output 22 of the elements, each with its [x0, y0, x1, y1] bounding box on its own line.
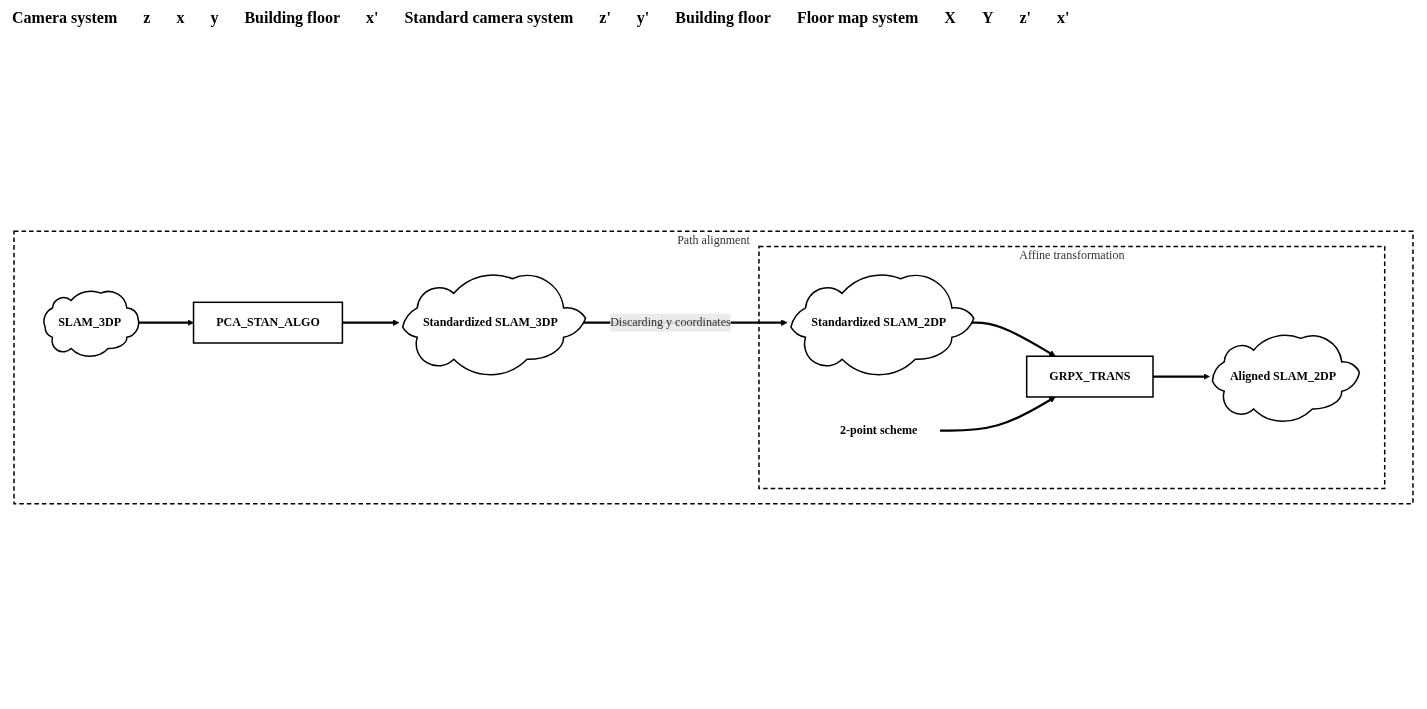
node-box: GRPX_TRANS — [1025, 355, 1154, 398]
edge-label: Discarding y coordinates — [610, 315, 731, 329]
axis-label: Standard camera system — [403, 8, 575, 28]
axis-label: y — [209, 8, 220, 28]
axis-label: x' — [1056, 8, 1071, 28]
node-text: 2-point scheme — [840, 423, 918, 437]
axis-label: Y — [980, 8, 995, 28]
arrow — [342, 319, 400, 326]
axis-label: x — [175, 8, 186, 28]
axis-label: Building floor — [243, 8, 341, 28]
axis-label: Building floor — [674, 8, 772, 28]
node-box: PCA_STAN_ALGO — [192, 301, 344, 344]
axis-label: z' — [1018, 8, 1033, 28]
axis-label: Camera system — [11, 8, 119, 28]
axis-label: z' — [598, 8, 612, 28]
axis-label: Floor map system — [795, 8, 920, 28]
axis-label: X — [943, 8, 957, 28]
axis-label: z — [142, 8, 152, 28]
axis-label: x' — [365, 8, 380, 28]
arrow — [940, 396, 1056, 432]
arrow — [1153, 373, 1210, 380]
axis-label: y' — [635, 8, 651, 28]
